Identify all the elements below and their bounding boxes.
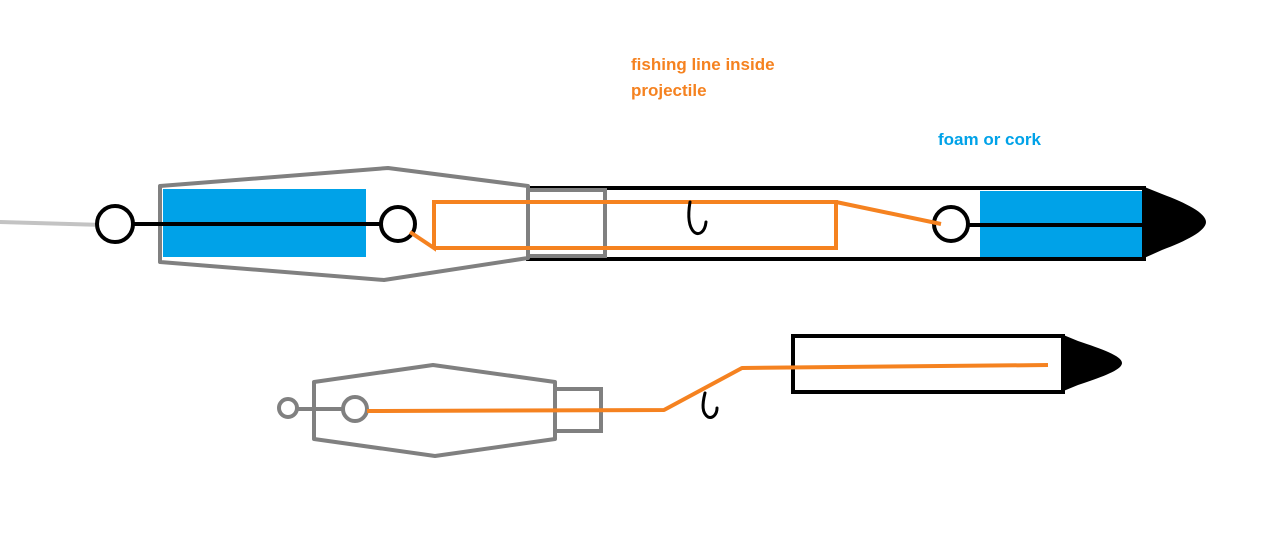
separated-projectile <box>277 334 1122 458</box>
coupler-box <box>526 188 607 258</box>
detached-rear-ring-icon <box>277 397 299 419</box>
deployed-fishing-line <box>366 363 1049 413</box>
fishing-line-label-line1: fishing line inside <box>631 55 775 74</box>
fishing-line-label-line2: projectile <box>631 81 707 100</box>
detached-sabot-ring-icon <box>341 395 369 423</box>
deployed-fishing-hook-icon <box>701 391 719 419</box>
detached-nose-cone-icon <box>1061 334 1122 392</box>
nose-cone-icon <box>1142 186 1206 259</box>
fishing-hook-icon <box>687 200 708 236</box>
assembled-projectile <box>0 166 1206 282</box>
fishing-line-to-nose <box>835 200 942 226</box>
rear-ring-icon <box>95 204 135 244</box>
sabot-ring-icon <box>379 205 417 243</box>
tow-leader-line <box>0 220 106 227</box>
foam-label: foam or cork <box>938 130 1041 149</box>
coiled-fishing-line <box>408 200 838 252</box>
fishing-line-label: fishing line inside projectile <box>631 52 775 104</box>
